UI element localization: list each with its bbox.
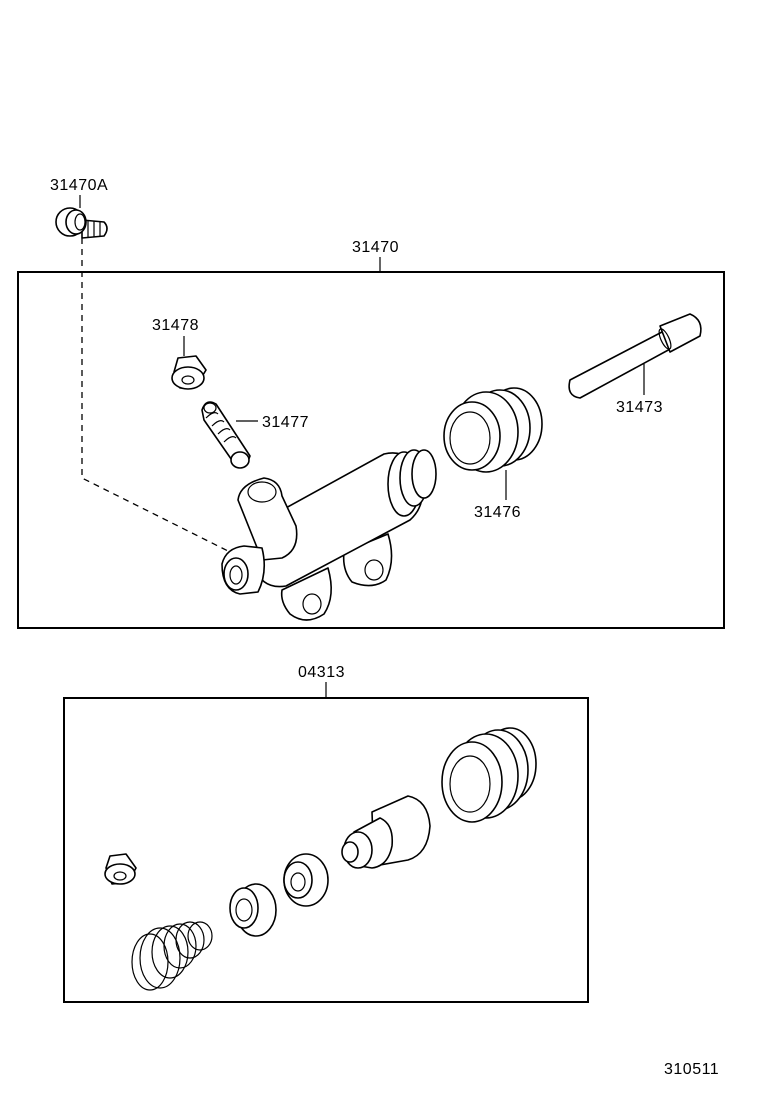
cylinder-body-part — [221, 449, 437, 621]
label-31470: 31470 — [352, 239, 399, 256]
label-04313: 04313 — [298, 664, 345, 681]
kit-spring — [131, 921, 213, 991]
assembly-frame — [17, 271, 725, 629]
label-31476: 31476 — [474, 504, 521, 521]
label-31470A: 31470A — [50, 177, 108, 194]
bolt-part — [55, 207, 108, 239]
diagram-code: 310511 — [664, 1061, 719, 1078]
leader-lines — [79, 195, 645, 698]
boot-part — [443, 387, 543, 473]
kit-piston — [341, 795, 431, 869]
kit-bleeder-cap — [104, 853, 137, 885]
bleeder-plug-part — [201, 401, 251, 469]
kit-cup-medium — [283, 853, 329, 907]
push-rod-part — [568, 313, 702, 399]
repair-kit-frame — [63, 697, 589, 1003]
label-31478: 31478 — [152, 317, 199, 334]
bleeder-cap-part — [171, 355, 207, 390]
kit-boot — [441, 727, 537, 823]
label-31477: 31477 — [262, 414, 309, 431]
label-31473: 31473 — [616, 399, 663, 416]
bolt-dashed-path — [81, 238, 231, 553]
kit-cup-small — [229, 883, 277, 937]
